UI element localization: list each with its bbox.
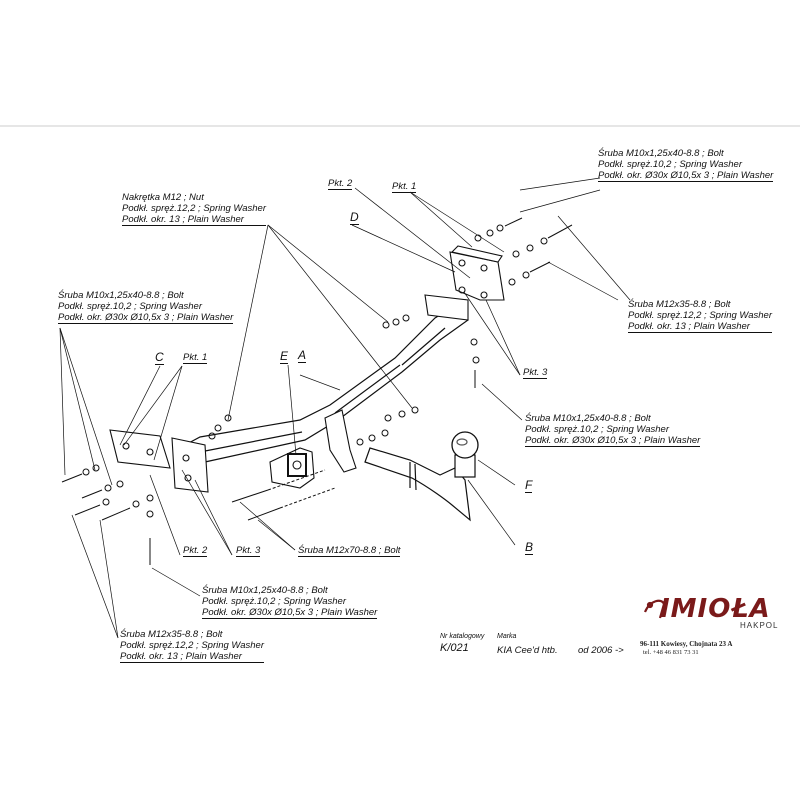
- left-bracket: [109, 429, 209, 493]
- brand-sub: HAKPOL: [740, 621, 779, 630]
- logo-swoosh: [643, 599, 666, 619]
- letter-a: A: [298, 348, 307, 363]
- label-bolt-m12x70: Śruba M12x70-8.8 ; Bolt: [298, 545, 401, 557]
- letter-c: C: [155, 350, 164, 365]
- label-pkt3-right: Pkt. 3: [523, 367, 548, 379]
- letter-d: D: [350, 210, 359, 225]
- catalog-marka-value: KIA Cee'd htb.: [497, 645, 558, 656]
- brand-logo: IMIOŁA: [660, 594, 771, 624]
- leader-lines: [59, 177, 631, 639]
- right-bracket: [424, 245, 505, 321]
- ball-neck-b: [364, 431, 479, 522]
- label-pkt2-top: Pkt. 2: [328, 178, 353, 190]
- catalog-nr-label: Nr katalogowy: [440, 633, 485, 640]
- vertical-plate: [324, 409, 357, 473]
- letter-b: B: [525, 540, 534, 555]
- label-pkt1-left: Pkt. 1: [183, 352, 208, 364]
- letter-e: E: [280, 349, 289, 364]
- label-pkt2-bottom: Pkt. 2: [183, 545, 208, 557]
- catalog-nr-value: K/021: [440, 642, 469, 654]
- label-pkt3-bottom: Pkt. 3: [236, 545, 261, 557]
- catalog-marka-label: Marka: [497, 633, 517, 640]
- catalog-year: od 2006 ->: [578, 645, 624, 656]
- fasteners: [61, 217, 573, 565]
- label-pkt1-top: Pkt. 1: [392, 181, 417, 193]
- brand-tel: tel. +48 46 831 73 31: [643, 649, 699, 656]
- brand-address: 96-111 Kowiesy, Chojnata 23 A: [640, 640, 733, 648]
- letter-f: F: [525, 478, 533, 493]
